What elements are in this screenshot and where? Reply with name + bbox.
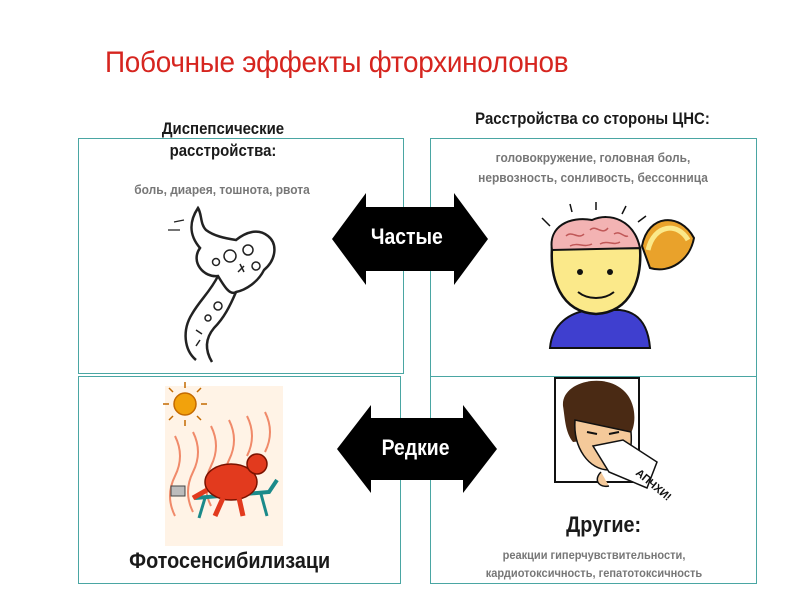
photosensitization-label: Фотосенсибилизаци [129, 548, 331, 573]
rare-double-arrow [337, 405, 497, 493]
stomach-drawing-icon [168, 205, 276, 363]
open-head-brain-icon [541, 202, 696, 349]
sunbathing-person-icon [163, 382, 283, 546]
sneezing-person-icon: АПЧХИ! [554, 377, 673, 504]
frequent-double-arrow [332, 193, 488, 285]
other-heading: Другие: [566, 512, 642, 537]
dyspeptic-heading: Диспепсические расстройства: [161, 119, 285, 160]
slide-title: Побочные эффекты фторхинолонов [105, 46, 569, 79]
cns-details-line2: нервозность, сонливость, бессонница [478, 170, 708, 185]
cns-heading: Расстройства со стороны ЦНС: [475, 109, 710, 128]
other-details-line1: реакции гиперчувствительности, [502, 548, 686, 562]
cns-details-line1: головокружение, головная боль, [495, 150, 691, 165]
rare-label: Редкие [381, 435, 450, 460]
frequent-label: Частые [370, 224, 443, 249]
dyspeptic-details: боль, диарея, тошнота, рвота [134, 182, 310, 197]
other-details-line2: кардиотоксичность, гепатотоксичность [485, 566, 703, 580]
